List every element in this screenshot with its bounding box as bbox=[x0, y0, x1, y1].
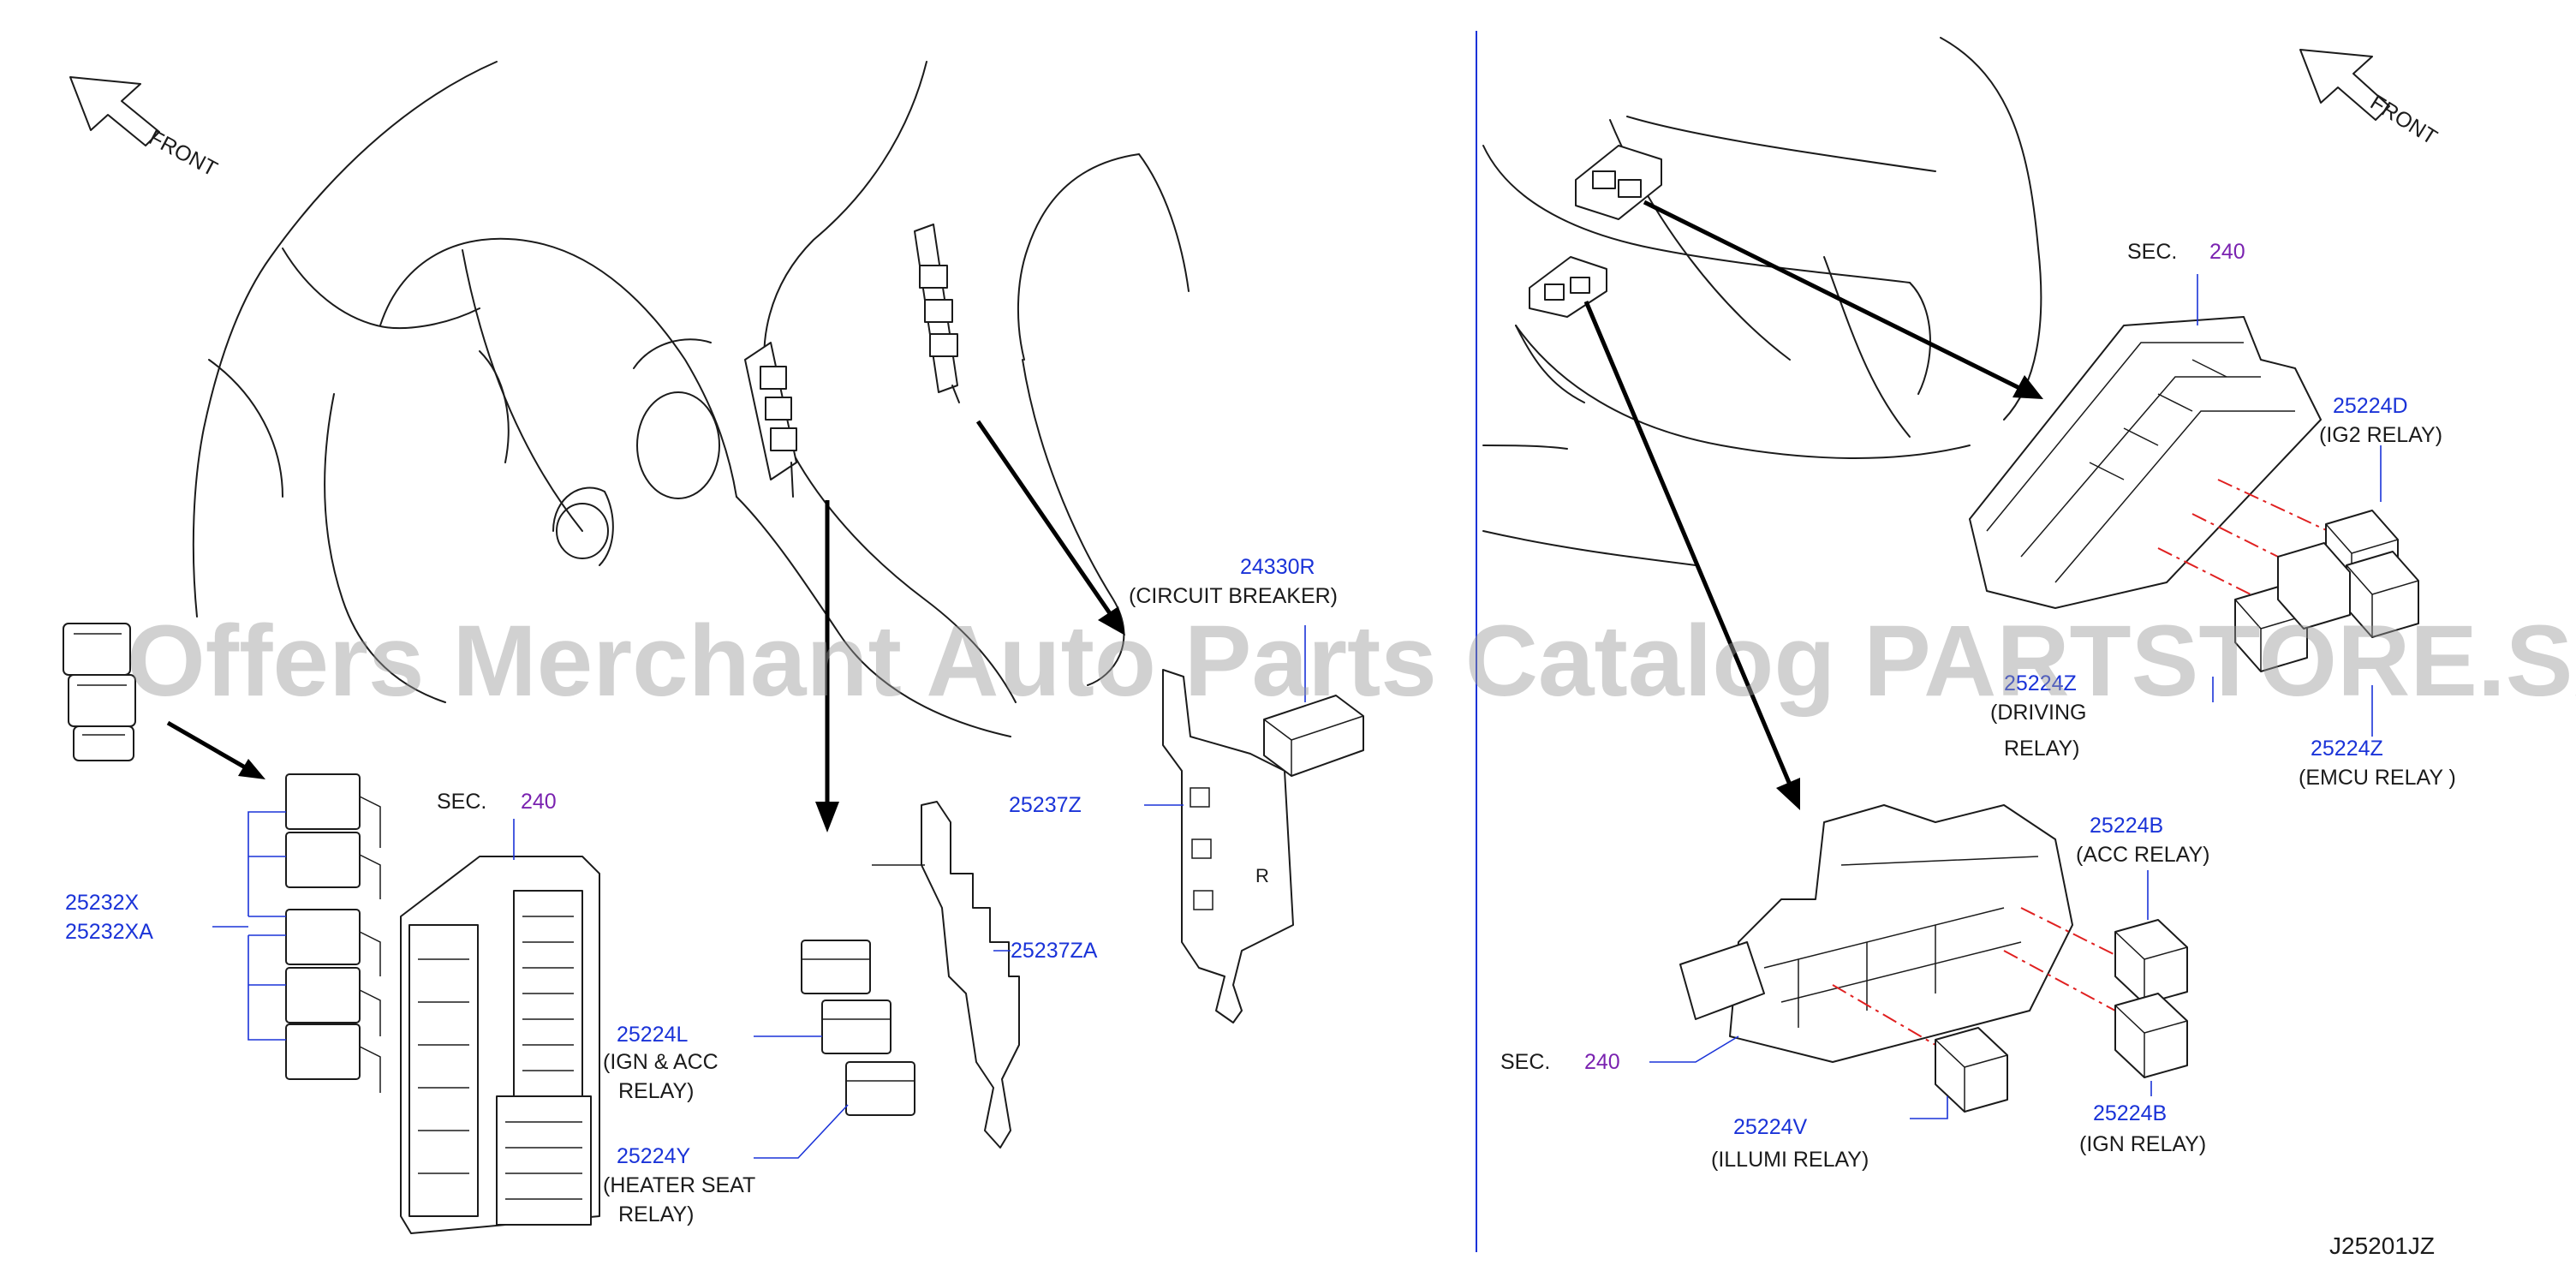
circuit-breaker-24330r bbox=[1263, 695, 1364, 777]
label-sec-right-bottom-num: 240 bbox=[1584, 1050, 1620, 1074]
label-sec-right-bottom: SEC. bbox=[1500, 1050, 1550, 1074]
relay-box-upper bbox=[1969, 316, 2322, 609]
label-24330r: 24330R bbox=[1240, 555, 1315, 579]
arrow-head-1 bbox=[238, 759, 265, 779]
label-25224b-ign-desc: (IGN RELAY) bbox=[2079, 1132, 2206, 1156]
label-25224l-desc1: (IGN & ACC bbox=[603, 1050, 719, 1074]
leader-25224v bbox=[1910, 1096, 1948, 1119]
label-25224b-acc: 25224B bbox=[2090, 814, 2163, 838]
relay-driving-2 bbox=[2277, 542, 2351, 630]
relay-box-lower bbox=[1679, 804, 2073, 1063]
relay-25224z bbox=[2346, 551, 2419, 638]
dash-relay-bracket-1 bbox=[744, 342, 797, 498]
arrow-head-4 bbox=[2012, 375, 2043, 399]
relay-stack-25232x bbox=[285, 773, 381, 1093]
dash-relay-module-1 bbox=[1575, 145, 1662, 220]
relay-cluster-small bbox=[63, 623, 136, 761]
label-driving-desc2: RELAY) bbox=[2004, 737, 2079, 761]
bracket-r-mark: R bbox=[1255, 865, 1269, 886]
leader-sec-lower bbox=[1649, 1035, 1739, 1063]
label-sec-right-top: SEC. bbox=[2127, 240, 2177, 264]
label-25224v: 25224V bbox=[1733, 1115, 1808, 1139]
label-25224z: 25224Z bbox=[2311, 737, 2383, 761]
leader-25232x bbox=[212, 811, 286, 1041]
vehicle-outline-right bbox=[1482, 37, 2042, 566]
label-sec-right-top-num: 240 bbox=[2209, 240, 2245, 264]
label-25224y: 25224Y bbox=[617, 1144, 691, 1168]
relay-25224l-25224y bbox=[801, 940, 915, 1116]
dash-relay-bracket-2 bbox=[914, 224, 960, 403]
label-25224b-acc-desc: (ACC RELAY) bbox=[2076, 843, 2210, 867]
arrow-bracket-2 bbox=[975, 420, 1116, 620]
label-25232x: 25232X bbox=[65, 891, 140, 915]
fuse-block bbox=[400, 819, 600, 1234]
label-25224d: 25224D bbox=[2333, 394, 2408, 418]
label-25224y-desc2: RELAY) bbox=[618, 1202, 694, 1226]
label-25224v-desc: (ILLUMI RELAY) bbox=[1711, 1148, 1869, 1172]
label-25224y-desc1: (HEATER SEAT bbox=[603, 1173, 755, 1197]
arrow-head-3 bbox=[1098, 606, 1125, 636]
diagram-id: J25201JZ bbox=[2329, 1232, 2435, 1259]
arrow-head-2 bbox=[815, 802, 839, 832]
bracket-25237za bbox=[872, 801, 1020, 1149]
arrow-right-1 bbox=[1643, 200, 2023, 391]
bracket-25237z: R bbox=[1162, 669, 1294, 1023]
front-label-right: FRONT bbox=[2366, 90, 2442, 149]
arrow-relay-cluster bbox=[166, 720, 259, 777]
label-25224b-ign: 25224B bbox=[2093, 1101, 2167, 1125]
label-sec-left: SEC. bbox=[437, 790, 486, 814]
label-25237z: 25237Z bbox=[1009, 793, 1082, 817]
label-driving-num: 25224Z bbox=[2004, 671, 2077, 695]
label-25237za: 25237ZA bbox=[1011, 939, 1098, 963]
label-25224z-desc: (EMCU RELAY ) bbox=[2299, 766, 2456, 790]
label-25224l: 25224L bbox=[617, 1023, 689, 1047]
label-25232xa: 25232XA bbox=[65, 920, 153, 944]
label-driving-desc1: (DRIVING bbox=[1990, 701, 2087, 725]
front-arrow-right-icon: FRONT bbox=[2299, 49, 2442, 150]
label-25224d-desc: (IG2 RELAY) bbox=[2319, 423, 2442, 447]
arrow-right-2 bbox=[1583, 301, 1792, 785]
dashboard-outline bbox=[192, 61, 1190, 737]
relay-25224b-ign bbox=[2114, 993, 2188, 1078]
front-label: FRONT bbox=[145, 126, 221, 182]
dash-relay-module-2 bbox=[1529, 256, 1607, 318]
relay-25224b-acc bbox=[2114, 919, 2188, 1005]
relay-25224v bbox=[1935, 1027, 2008, 1113]
arrow-head-5 bbox=[1776, 778, 1800, 810]
leader-25224y bbox=[754, 1104, 849, 1159]
dash-lines-lower bbox=[1832, 907, 2125, 1046]
front-arrow-icon: FRONT bbox=[69, 76, 221, 182]
label-sec-left-num: 240 bbox=[521, 790, 557, 814]
watermark: Offers Merchant Auto Parts Catalog PARTS… bbox=[127, 605, 2576, 718]
label-25224l-desc2: RELAY) bbox=[618, 1079, 694, 1103]
label-24330r-desc: (CIRCUIT BREAKER) bbox=[1129, 584, 1338, 608]
